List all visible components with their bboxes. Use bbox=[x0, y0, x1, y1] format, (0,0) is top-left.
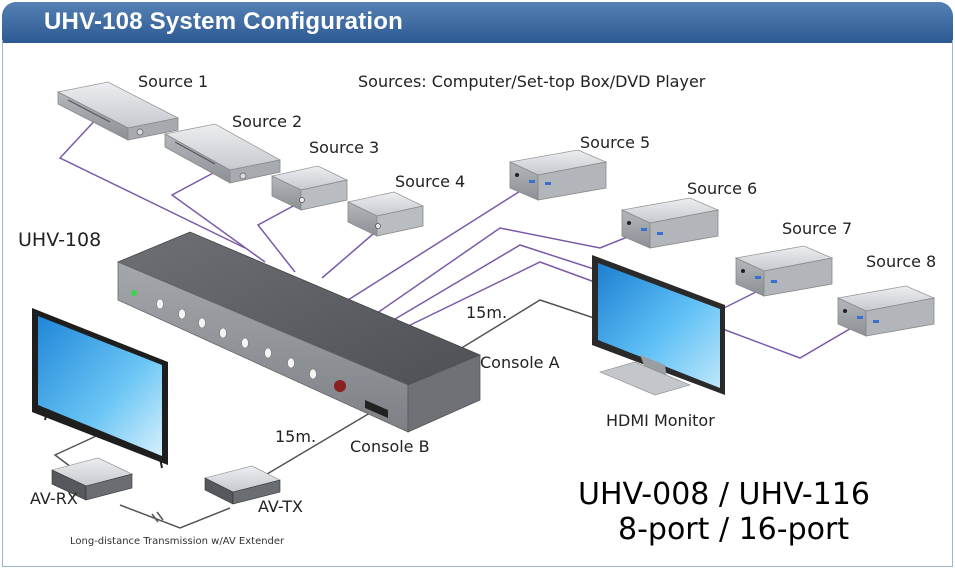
av-tx-label: AV-TX bbox=[258, 497, 303, 516]
source-7-device bbox=[734, 245, 834, 297]
av-tx-device bbox=[204, 465, 281, 505]
cable-source-2 bbox=[170, 171, 266, 263]
source-5-label: Source 5 bbox=[580, 133, 651, 152]
switch-buttons bbox=[156, 298, 317, 380]
source-4-device bbox=[346, 191, 425, 237]
source-1-label: Source 1 bbox=[138, 72, 209, 91]
extender-caption: Long-distance Transmission w/AV Extender bbox=[70, 536, 285, 547]
source-6-device bbox=[620, 197, 720, 249]
console-b-label: Console B bbox=[350, 437, 430, 456]
source-7-label: Source 7 bbox=[782, 219, 853, 238]
cable-console-a bbox=[454, 299, 601, 353]
cable-source-6 bbox=[369, 227, 641, 319]
source-5-device bbox=[508, 149, 608, 201]
switch-device bbox=[116, 231, 482, 433]
cable-source-5 bbox=[347, 187, 526, 301]
source-8-device bbox=[836, 285, 936, 337]
source-2-device bbox=[163, 123, 282, 184]
cable-source-3 bbox=[256, 204, 296, 273]
sources-caption: Sources: Computer/Set-top Box/DVD Player bbox=[358, 72, 706, 91]
models-line-1: UHV-008 / UHV-116 bbox=[578, 477, 870, 512]
page-title: UHV-108 System Configuration bbox=[44, 8, 404, 35]
source-8-label: Source 8 bbox=[866, 252, 937, 271]
switch-label: UHV-108 bbox=[18, 229, 102, 251]
cable-source-1 bbox=[58, 114, 246, 249]
models-line-2: 8-port / 16-port bbox=[618, 512, 850, 547]
frame-border bbox=[2, 40, 953, 567]
tv-device bbox=[32, 308, 168, 469]
source-3-device bbox=[270, 165, 349, 211]
source-2-label: Source 2 bbox=[232, 112, 303, 131]
monitor-label: HDMI Monitor bbox=[606, 411, 715, 430]
source-3-label: Source 3 bbox=[309, 138, 380, 157]
cable-rx-tx bbox=[119, 504, 231, 529]
console-a-label: Console A bbox=[480, 353, 560, 372]
av-rx-device bbox=[51, 457, 133, 501]
av-rx-label: AV-RX bbox=[30, 489, 78, 508]
cable-tv-rx bbox=[53, 431, 106, 471]
console-a-distance: 15m. bbox=[466, 303, 508, 322]
source-6-label: Source 6 bbox=[687, 179, 758, 198]
hdmi-monitor-device bbox=[592, 255, 725, 396]
cable-source-4 bbox=[321, 227, 381, 279]
console-b-distance: 15m. bbox=[275, 427, 317, 446]
source-4-label: Source 4 bbox=[395, 172, 466, 191]
source-1-device bbox=[56, 81, 180, 141]
header-bar: UHV-108 System Configuration bbox=[2, 2, 953, 43]
